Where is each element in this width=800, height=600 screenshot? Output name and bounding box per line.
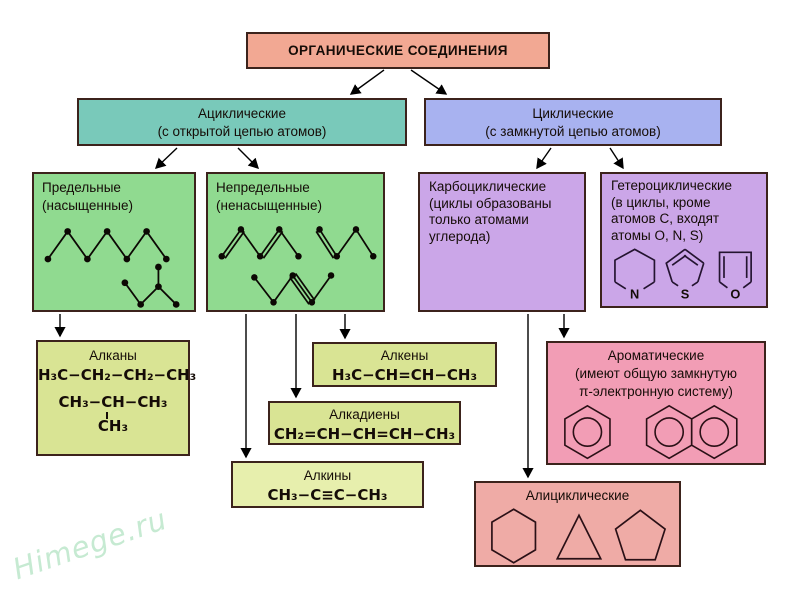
alkenes-title: Алкены xyxy=(380,348,429,363)
heteroatom-n-label: N xyxy=(630,287,639,302)
heterocyclic-line: атомы O, N, S) xyxy=(611,227,704,243)
aromatic-line3: π-электронную систему) xyxy=(579,383,733,399)
bond-tick xyxy=(106,412,108,420)
saturated-title: Предельные xyxy=(42,180,121,195)
heterocyclic-line: (в циклы, кроме xyxy=(611,194,711,210)
heterocyclic-line: атомов C, входят xyxy=(611,211,720,226)
alkynes-title: Алкины xyxy=(303,468,352,483)
alkanes-title: Алканы xyxy=(89,348,137,363)
heterocyclic-line: Гетероциклические xyxy=(611,178,733,193)
acyclic-subtitle: (с открытой цепью атомов) xyxy=(157,123,327,139)
alkadienes-title: Алкадиены xyxy=(329,407,400,422)
unsaturated-title: Непредельные xyxy=(216,180,310,195)
node-unsaturated: Непредельные (ненасыщенные) xyxy=(206,172,385,312)
carbocyclic-line: только атомами xyxy=(429,212,529,227)
watermark: Himege.ru xyxy=(8,501,172,587)
cyclic-subtitle: (с замкнутой цепью атомов) xyxy=(485,123,661,139)
cyclic-title: Циклические xyxy=(532,106,614,121)
heteroatom-s-label: S xyxy=(681,287,690,302)
alicyclic-title: Алициклические xyxy=(525,488,630,503)
acyclic-title: Ациклические xyxy=(197,106,286,121)
node-carbocyclic: Карбоциклические (циклы образованы тольк… xyxy=(418,172,586,312)
node-aromatic: Ароматические (имеют общую замкнутую π-э… xyxy=(546,341,766,465)
alkadienes-formula: CH₂=CH−CH=CH−CH₃ xyxy=(273,424,456,443)
cycloalkane-shapes-icon xyxy=(490,508,666,564)
node-heterocyclic: Гетероциклические (в циклы, кроме атомов… xyxy=(600,172,768,308)
heterocycle-rings-icon: N S O xyxy=(614,248,752,302)
alkynes-formula: CH₃−C≡C−CH₃ xyxy=(267,485,388,504)
node-saturated: Предельные (насыщенные) xyxy=(32,172,196,312)
heteroatom-o-label: O xyxy=(730,287,740,302)
benzene-naphthalene-icon xyxy=(564,405,738,460)
carbocyclic-line: (циклы образованы xyxy=(429,195,552,211)
node-alkynes: Алкины CH₃−C≡C−CH₃ xyxy=(231,461,424,508)
node-alkanes: Алканы H₃C−CH₂−CH₂−CH₃ CH₃−CH−CH₃ CH₃ xyxy=(36,340,197,456)
aromatic-title: Ароматические xyxy=(607,348,705,363)
alkanes-formula-isobutane: CH₃−CH−CH₃ xyxy=(58,393,168,412)
alkenes-formula: H₃C−CH=CH−CH₃ xyxy=(331,365,478,384)
node-alkenes: Алкены H₃C−CH=CH−CH₃ xyxy=(312,342,497,387)
saturated-skeleton-icon xyxy=(44,227,180,308)
carbocyclic-line: Карбоциклические xyxy=(429,179,547,194)
node-cyclic: Циклические (с замкнутой цепью атомов) xyxy=(424,98,722,146)
unsaturated-skeleton-icon xyxy=(218,225,377,306)
node-alkadienes: Алкадиены CH₂=CH−CH=CH−CH₃ xyxy=(268,401,461,445)
node-alicyclic: Алициклические xyxy=(474,481,681,567)
root-title: ОРГАНИЧЕСКИЕ СОЕДИНЕНИЯ xyxy=(288,43,508,58)
node-acyclic: Ациклические (с открытой цепью атомов) xyxy=(77,98,407,146)
carbocyclic-line: углерода) xyxy=(429,228,491,244)
alkanes-branch-group: CH₃ xyxy=(97,417,129,436)
unsaturated-subtitle: (ненасыщенные) xyxy=(216,197,322,213)
alkanes-formula-butane: H₃C−CH₂−CH₂−CH₃ xyxy=(38,365,197,384)
saturated-subtitle: (насыщенные) xyxy=(42,197,133,213)
root-node-organic-compounds: ОРГАНИЧЕСКИЕ СОЕДИНЕНИЯ xyxy=(246,32,550,69)
aromatic-line2: (имеют общую замкнутую xyxy=(574,365,737,381)
